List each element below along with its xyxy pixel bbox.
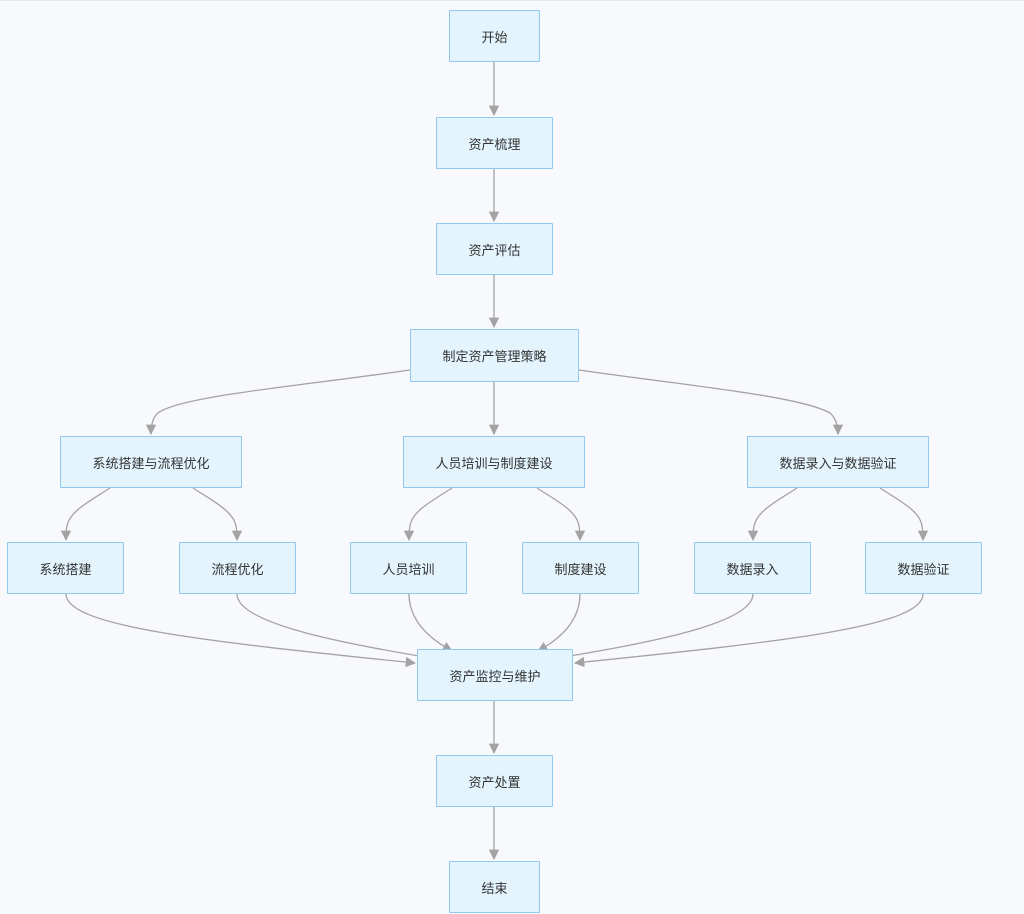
- edge-people_rules-to-rules: [536, 487, 586, 542]
- node-sys-build: 系统搭建: [7, 542, 124, 594]
- node-proc-opt: 流程优化: [179, 542, 296, 594]
- node-asset-eval: 资产评估: [436, 223, 553, 275]
- node-monitor: 资产监控与维护: [417, 649, 573, 701]
- node-asset-sort: 资产梳理: [436, 117, 553, 169]
- edge-data_verify-to-monitor: [573, 593, 924, 668]
- edge-strategy-to-sys_proc: [145, 369, 411, 436]
- edge-data_io-to-data_verify: [879, 487, 929, 542]
- edge-sys_proc-to-proc_opt: [192, 487, 243, 542]
- edge-sys_build-to-monitor: [65, 593, 417, 668]
- node-disposal: 资产处置: [436, 755, 553, 807]
- node-rules: 制度建设: [522, 542, 639, 594]
- edge-strategy-to-data_io: [578, 369, 844, 436]
- edge-data_io-to-data_entry: [747, 487, 798, 542]
- node-sys-proc: 系统搭建与流程优化: [60, 436, 242, 488]
- edge-training-to-monitor: [408, 593, 453, 652]
- node-training: 人员培训: [350, 542, 467, 594]
- edge-sys_proc-to-sys_build: [60, 487, 111, 542]
- node-data-verify: 数据验证: [865, 542, 982, 594]
- edge-people_rules-to-training: [403, 487, 453, 542]
- node-start: 开始: [449, 10, 540, 62]
- node-strategy: 制定资产管理策略: [410, 329, 579, 382]
- edge-rules-to-monitor: [537, 593, 581, 652]
- node-end: 结束: [449, 861, 540, 913]
- node-people-rules: 人员培训与制度建设: [403, 436, 585, 488]
- node-data-io: 数据录入与数据验证: [747, 436, 929, 488]
- node-data-entry: 数据录入: [694, 542, 811, 594]
